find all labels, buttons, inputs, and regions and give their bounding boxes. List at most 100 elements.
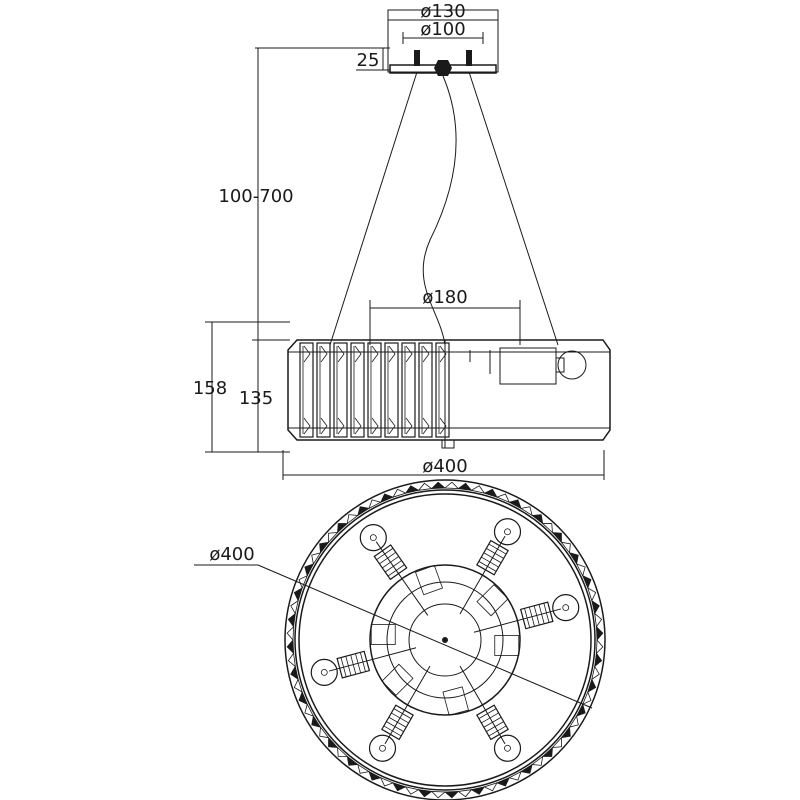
bulb-icon [368,734,397,762]
arm-line [375,541,429,616]
crystal-tooth [430,790,447,799]
plan-diameter-label: ø400 [209,544,254,565]
crystal-tooth [430,481,447,490]
crystal-tooth [443,790,460,799]
suspension-length-label: 100-700 [218,186,293,207]
bulb-icon [310,658,338,686]
light-arm [359,524,444,616]
total-height-label: 158 [193,378,227,399]
crystal-tooth [404,485,420,494]
arm-line [328,647,417,672]
crystal-tooth [346,755,359,766]
crystal-tooth [328,736,339,748]
canopy-outer-diameter-label: ø130 [420,1,465,22]
crystal-tooth [508,499,522,510]
crystal-column [418,342,433,438]
crystal-tooth [594,612,603,628]
crystal-tooth [568,714,579,728]
crystal-tooth [575,563,586,577]
crystal-tooth [508,770,522,781]
canopy-screw-right [466,50,472,66]
crystal-tooth [495,776,511,787]
crystal-tooth [541,523,553,534]
body-height-label: 135 [239,388,273,409]
crystal-tooth [311,552,322,566]
crystal-tooth [337,746,349,757]
plan-outer-circle [284,479,606,800]
crystal-tooth [470,485,486,494]
plan-diameter-line [257,564,593,709]
light-arm [473,594,580,656]
crystal-tooth [286,638,295,655]
suspension-wire-right [468,71,559,346]
crystal-tooth [417,482,433,491]
arm-line [384,665,431,745]
crystal-tooth [319,726,330,739]
side-view [205,300,611,480]
plan-inner-circle [294,489,596,791]
mounting-plate [494,635,520,656]
plan-center-point [442,637,448,643]
crystal-tooth [311,714,322,728]
plan-view [194,479,606,800]
crystal-tooth [560,541,571,554]
crystal-tooth [483,782,498,792]
crystal-tooth [587,587,597,602]
arm-line [459,535,506,615]
crystal-tooth [286,625,295,642]
crystal-tooth [591,665,600,681]
crystal-tooth [457,482,473,491]
crystal-tooth [328,532,339,544]
light-arm [442,665,522,762]
crystal-tooth [293,587,303,602]
crystal-tooth [379,776,395,787]
mounting-plate [370,624,396,645]
crystal-tooth [457,789,473,798]
side-diameter-label: ø400 [422,456,467,477]
mounting-plate [414,564,444,596]
light-arm-group [310,518,580,762]
suspension-wire-left [329,71,418,346]
crystal-tooth [587,678,597,693]
crystal-tooth [595,625,604,642]
crystal-tooth [290,599,299,615]
crystal-tooth [560,726,571,739]
mounting-plate [476,584,509,617]
crystal-tooth [392,488,407,498]
crystal-tooth [470,786,486,795]
crystal-tooth [337,523,349,534]
crystal-tooth [594,652,603,668]
bulb-icon [493,734,522,762]
side-body-outline [287,339,611,441]
crystal-column-group [299,342,450,438]
crystal-column [350,342,365,438]
crystal-tooth [541,746,553,757]
crystal-tooth [531,514,544,525]
plan-hub [408,603,482,677]
power-cable [422,75,457,346]
crystal-tooth [591,599,600,615]
crystal-tooth [404,786,420,795]
inner-ring-diameter-label: ø180 [422,287,467,308]
crystal-tooth [304,703,315,717]
crystal-tooth [443,481,460,490]
crystal-tooth [392,782,407,792]
bulb-icon [552,594,580,622]
crystal-tooth [368,770,382,781]
crystal-tooth [575,703,586,717]
crystal-tooth [568,552,579,566]
crystal-tooth [319,541,330,554]
canopy-inner-diameter-label: ø100 [420,19,465,40]
crystal-tooth [581,690,592,706]
crystal-column [299,342,314,438]
crystal-tooth [293,678,303,693]
plan-ring-inner [386,581,504,699]
crystal-tooth [551,736,562,748]
bulb-icon [359,524,387,552]
crystal-column [435,342,450,438]
canopy-height-label: 25 [357,50,380,71]
side-socket-housing [499,347,557,385]
canopy-screw-left [414,50,420,66]
